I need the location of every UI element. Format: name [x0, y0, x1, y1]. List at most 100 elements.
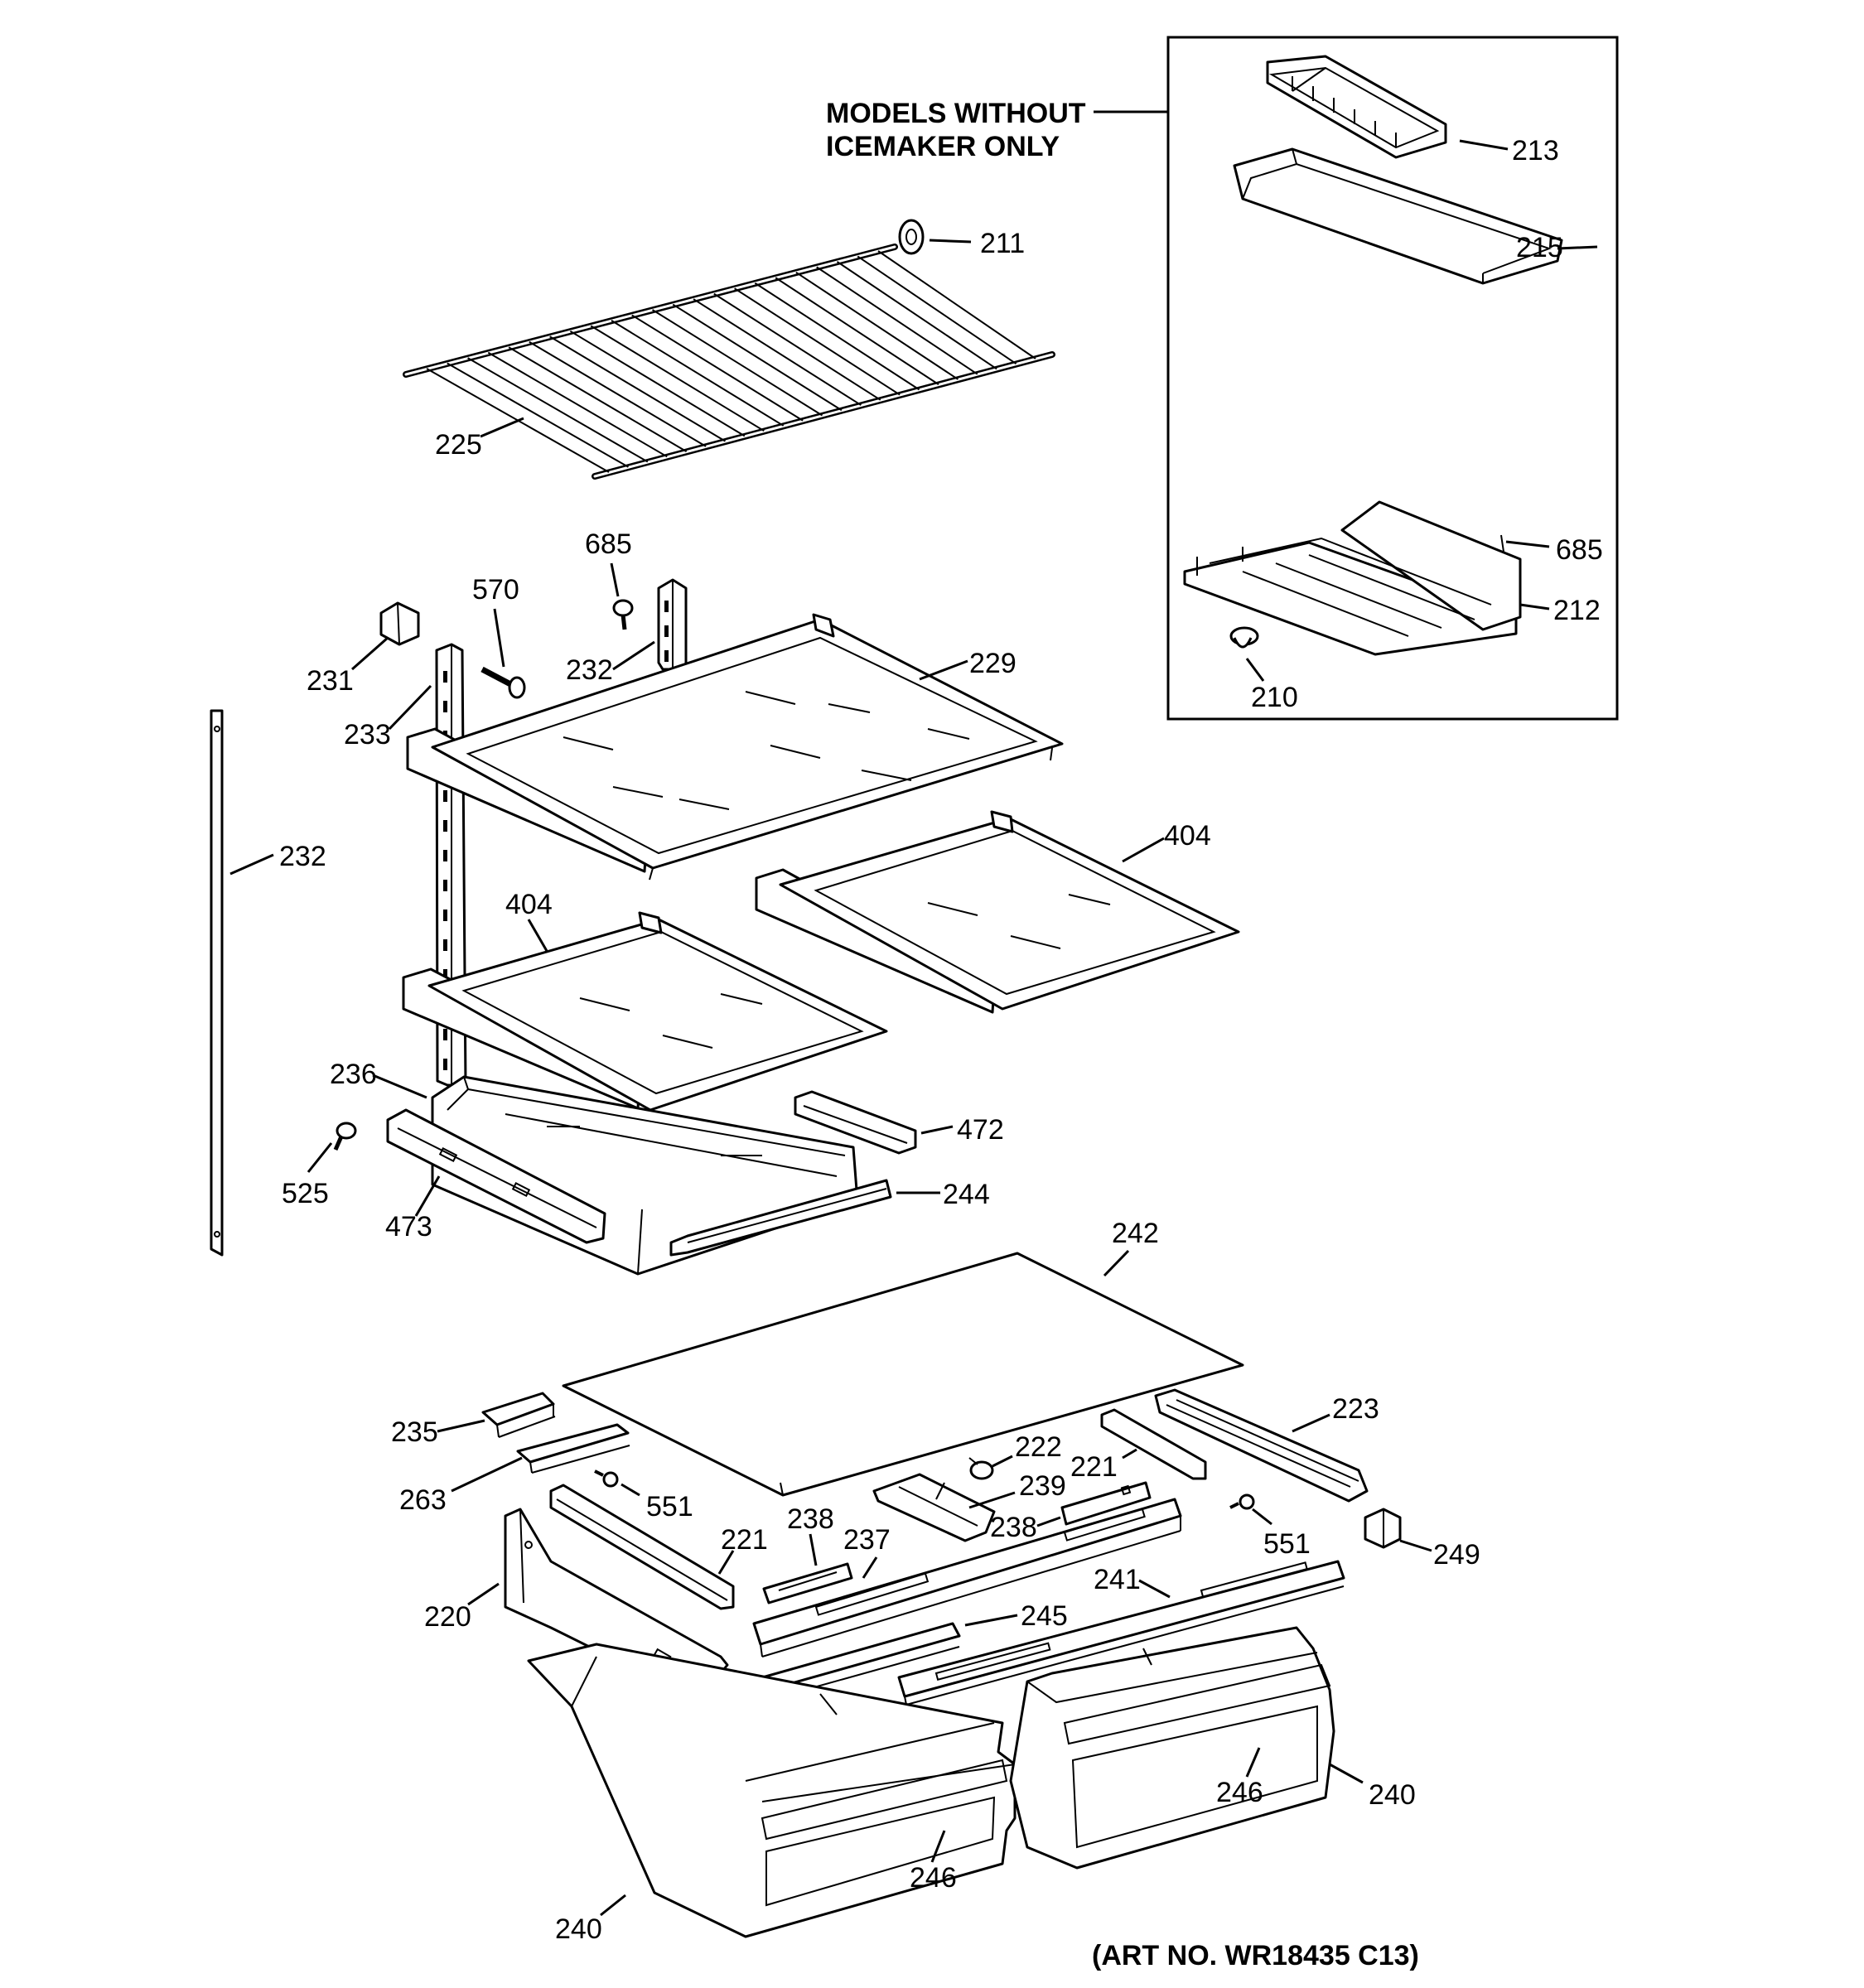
pan-240-right-part — [1009, 1626, 1335, 1870]
wire-bar — [611, 320, 785, 427]
roller-222-part — [968, 1457, 994, 1480]
leader-239 — [968, 1491, 1016, 1509]
slide-473-part — [386, 1108, 606, 1244]
label-685a: 685 — [1556, 534, 1603, 566]
wire-bar — [795, 271, 959, 380]
label-213: 213 — [1512, 135, 1559, 166]
rail-221-upper-part — [1100, 1408, 1207, 1480]
label-525: 525 — [282, 1178, 329, 1209]
ladder-slot — [443, 671, 447, 683]
label-570: 570 — [472, 574, 519, 606]
shelf-404-left-part — [402, 911, 888, 1112]
inset-title-line1: MODELS WITHOUT — [826, 98, 1086, 129]
leader-246a — [930, 1830, 946, 1863]
label-263: 263 — [399, 1484, 447, 1516]
leader-212 — [1519, 603, 1550, 610]
label-232a: 232 — [566, 654, 613, 686]
ladder-232a — [657, 578, 688, 671]
icemaker-inset: MODELS WITHOUT ICEMAKER ONLY — [826, 36, 1619, 721]
wire-shelf-bars — [426, 250, 1036, 473]
label-229: 229 — [969, 648, 1017, 679]
wire-bar — [775, 277, 939, 385]
leader-685a — [1505, 540, 1550, 548]
shelf-404-right-part — [755, 810, 1240, 1014]
label-473: 473 — [385, 1211, 432, 1242]
leader-551a — [621, 1483, 640, 1497]
leader-241 — [1138, 1579, 1171, 1599]
wire-bar — [651, 309, 823, 417]
ladder-slot — [443, 820, 447, 832]
label-238b: 238 — [990, 1512, 1037, 1543]
ladder-slot — [443, 850, 447, 861]
ladder-slot — [664, 601, 669, 612]
label-242: 242 — [1112, 1218, 1159, 1249]
cap-211-part — [898, 219, 925, 255]
leader-231 — [351, 636, 389, 671]
screw-570-part — [480, 666, 526, 699]
leader-210 — [1245, 658, 1265, 682]
leader-237 — [862, 1556, 878, 1579]
art-number: (ART NO. WR18435 C13) — [1092, 1940, 1419, 1971]
label-231: 231 — [307, 665, 354, 697]
inset-title-line2: ICEMAKER ONLY — [826, 131, 1060, 162]
wire-bar — [857, 255, 1017, 365]
label-215: 215 — [1516, 232, 1563, 263]
leader-211 — [929, 239, 972, 244]
slide-223-part — [1154, 1388, 1369, 1503]
leader-525 — [307, 1142, 333, 1173]
screw-685b-part — [612, 599, 634, 630]
screw-551b-part — [1229, 1493, 1255, 1510]
label-212: 212 — [1553, 595, 1601, 626]
leader-242 — [1103, 1249, 1130, 1277]
leader-240a — [600, 1894, 626, 1917]
pin-210-part — [1229, 626, 1259, 649]
label-221a: 221 — [1070, 1451, 1118, 1483]
ice-rack-part — [1183, 500, 1522, 656]
wire-bar — [836, 261, 997, 370]
ladder-slot — [443, 939, 447, 951]
label-220: 220 — [424, 1601, 471, 1633]
frame-237-part — [752, 1498, 1182, 1657]
leader-245 — [964, 1614, 1018, 1627]
ice-tray-part — [1266, 55, 1447, 159]
screw-525-part — [333, 1122, 357, 1151]
wire-shelf-part — [403, 244, 1055, 480]
label-211: 211 — [980, 228, 1025, 259]
rail-232-left — [210, 709, 224, 1257]
label-239: 239 — [1019, 1470, 1066, 1502]
ladder-slot — [443, 1029, 447, 1040]
clip-249-part — [1364, 1508, 1402, 1549]
wire-bar — [447, 362, 629, 468]
label-246a: 246 — [910, 1862, 957, 1894]
leader-238a — [809, 1533, 818, 1566]
leader-685b — [610, 562, 620, 597]
label-210: 210 — [1251, 682, 1298, 713]
label-551b: 551 — [1263, 1528, 1311, 1560]
leader-238b — [1036, 1516, 1061, 1527]
leader-232b — [229, 853, 274, 876]
label-233: 233 — [344, 719, 391, 750]
leader-236 — [372, 1074, 427, 1099]
bracket-239-part — [872, 1473, 996, 1542]
label-235: 235 — [391, 1416, 438, 1448]
shelf-229-part — [406, 613, 1064, 881]
leader-233 — [388, 684, 432, 731]
leader-404a — [527, 919, 548, 952]
label-225: 225 — [435, 429, 482, 461]
shelf-229-glare — [563, 691, 970, 810]
wire-bar — [590, 325, 765, 432]
wire-bar — [754, 282, 920, 391]
part-number-labels: 213 215 685 212 210 211 225 685 570 231 … — [279, 135, 1603, 1945]
label-221b: 221 — [721, 1524, 768, 1556]
label-685b: 685 — [585, 528, 632, 560]
wire-bar — [734, 287, 901, 396]
leader-240b — [1329, 1763, 1364, 1784]
wire-bar — [672, 303, 843, 412]
cover-238b-part — [1060, 1481, 1152, 1526]
wire-bar — [487, 351, 668, 458]
rail-221-lower-part — [549, 1484, 735, 1610]
wire-bar — [631, 314, 804, 422]
label-232b: 232 — [279, 841, 326, 872]
pan-240-left-part — [527, 1643, 1017, 1938]
cover-238a-part — [762, 1562, 853, 1604]
